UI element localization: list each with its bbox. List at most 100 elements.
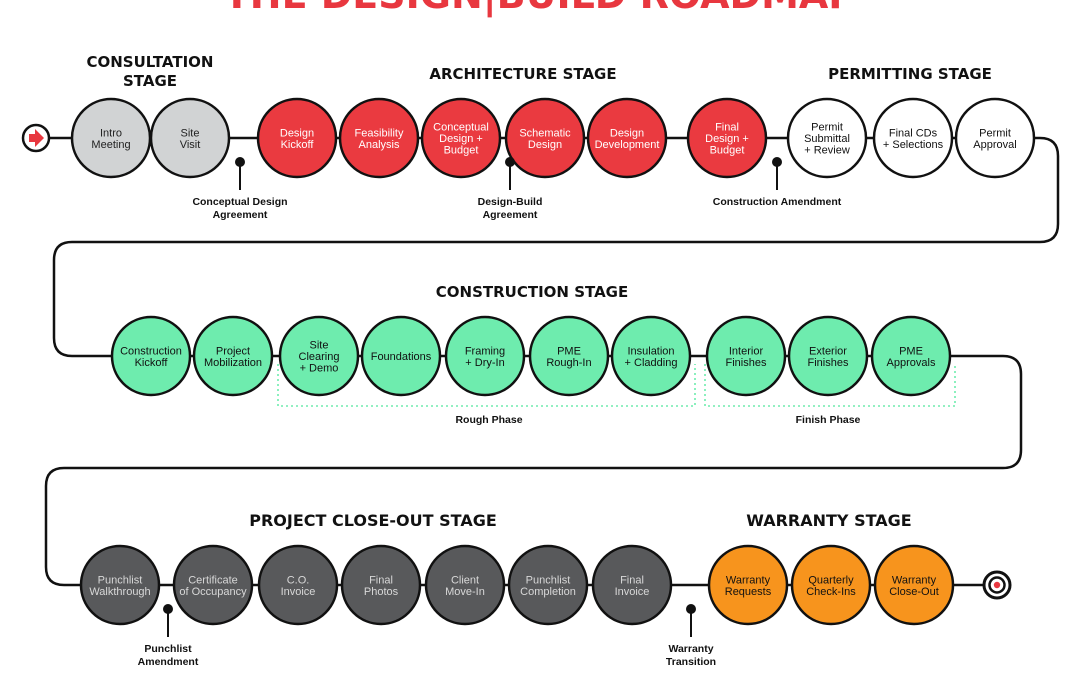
milestone-dot <box>235 157 245 167</box>
step-circle <box>340 544 422 626</box>
step-circle <box>873 544 955 626</box>
step-circle <box>705 315 787 397</box>
step-circle <box>707 544 789 626</box>
step-label: Foundations <box>371 351 432 363</box>
step-circle <box>870 315 952 397</box>
phase-label: Rough Phase <box>455 414 522 426</box>
phase-label: Finish Phase <box>796 414 861 426</box>
page-title: THE DESIGN|BUILD ROADMAP <box>224 0 856 18</box>
step-circle <box>610 315 692 397</box>
step-label: C.O.Invoice <box>281 574 316 598</box>
step-circle <box>424 544 506 626</box>
step-foundations: Foundations <box>360 315 442 397</box>
milestone-dot <box>505 157 515 167</box>
step-circle <box>257 544 339 626</box>
step-circle <box>787 315 869 397</box>
step-circle <box>591 544 673 626</box>
phase-bracket <box>704 364 956 407</box>
step-circle <box>338 97 420 179</box>
milestone-label: Construction Amendment <box>713 196 842 208</box>
step-final-cds-selections: Final CDs+ Selections <box>872 97 954 179</box>
step-circle <box>504 97 586 179</box>
step-label: Framing+ Dry-In <box>465 345 505 369</box>
phase-finish-phase: Finish Phase <box>704 364 956 426</box>
step-circle <box>149 97 231 179</box>
step-label: Final CDs+ Selections <box>883 127 944 151</box>
step-circle <box>420 97 502 179</box>
stage-title-permitting: PERMITTING STAGE <box>828 65 992 83</box>
milestone-dot <box>686 604 696 614</box>
stage-title-warranty: WARRANTY STAGE <box>746 511 911 530</box>
step-circle <box>586 97 668 179</box>
step-circle <box>110 315 192 397</box>
stage-title-construction: CONSTRUCTION STAGE <box>436 283 628 301</box>
endpoints <box>21 123 1012 600</box>
step-circle <box>528 315 610 397</box>
step-circle <box>954 97 1036 179</box>
phase-rough-phase: Rough Phase <box>277 364 696 426</box>
step-label: Insulation+ Cladding <box>625 345 678 369</box>
step-framing-dry-in: Framing+ Dry-In <box>444 315 526 397</box>
step-circle <box>192 315 274 397</box>
step-circle <box>686 97 768 179</box>
milestone-dot <box>772 157 782 167</box>
step-c-o-invoice: C.O.Invoice <box>257 544 339 626</box>
step-circle <box>790 544 872 626</box>
step-circle <box>444 315 526 397</box>
stage-title-closeout: PROJECT CLOSE-OUT STAGE <box>249 511 497 530</box>
milestone-dot <box>163 604 173 614</box>
